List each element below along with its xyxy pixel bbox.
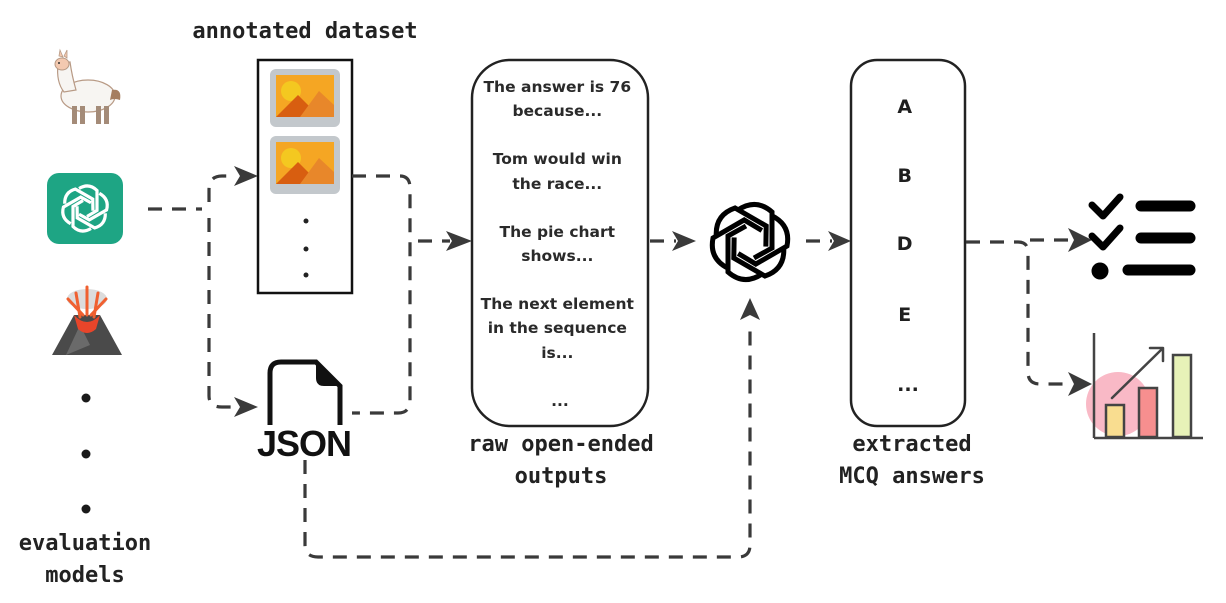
openai-logo-icon — [709, 202, 791, 282]
arrow-head-up-to-extractor — [740, 298, 760, 320]
label-extracted-mcq: extracted MCQ answers — [839, 432, 985, 489]
arrow-head-to-extractor — [672, 231, 696, 251]
arrow-head-to-json — [234, 397, 258, 417]
output-line: The answer is 76 — [483, 78, 631, 96]
arrow-head-to-bar-chart — [1068, 372, 1092, 396]
output-line: The next element — [481, 295, 635, 313]
mcq-answer: D — [897, 233, 913, 255]
llama-icon — [54, 48, 121, 124]
svg-text:A B D: A B D E ... — [897, 96, 919, 396]
json-label: JSON — [257, 423, 351, 464]
arrow-head-to-raw-outputs — [446, 231, 472, 251]
arrow-head-to-mcq — [828, 231, 851, 251]
chatgpt-icon — [47, 173, 123, 244]
output-line: the race... — [512, 175, 602, 193]
image-icon — [270, 136, 340, 194]
output-line: Tom would win — [493, 150, 622, 168]
label-annotated-dataset: annotated dataset — [192, 19, 418, 44]
mcq-answer: A — [897, 96, 912, 118]
output-line: in the sequence — [488, 319, 627, 337]
connector-mcq-to-results — [966, 238, 1072, 386]
output-line: is... — [541, 344, 573, 362]
output-line: because... — [512, 102, 602, 120]
image-icon — [270, 69, 340, 127]
checklist-icon — [1088, 193, 1196, 280]
annotated-dataset-box — [256, 58, 354, 295]
label-raw-outputs: raw open-ended outputs — [468, 432, 654, 489]
bar-chart-icon — [1086, 333, 1203, 440]
mcq-answer: E — [898, 304, 911, 326]
arrow-head-to-checklist — [1068, 228, 1092, 252]
connector-json-to-extractor — [303, 322, 752, 559]
raw-outputs-box: The answer is 76 because... Tom would wi… — [470, 58, 650, 428]
arrow-head-to-dataset — [234, 166, 258, 186]
volcano-icon — [52, 285, 122, 355]
label-evaluation-models: evaluation models — [18, 531, 152, 588]
mcq-answers-box: A B D E ... — [849, 58, 967, 428]
mcq-answer: ... — [897, 374, 919, 396]
connector-inputs-to-outputs — [352, 174, 450, 415]
svg-text:The answer is 76 becau: The answer is 76 because... Tom would wi… — [481, 78, 640, 410]
output-line: shows... — [521, 247, 593, 265]
models-ellipsis — [81, 393, 91, 514]
output-line: The pie chart — [500, 223, 616, 241]
mcq-answer: B — [897, 165, 911, 187]
output-line: ... — [551, 392, 569, 410]
connector-models-to-inputs — [148, 174, 236, 409]
json-file-icon: JSON — [257, 359, 352, 464]
